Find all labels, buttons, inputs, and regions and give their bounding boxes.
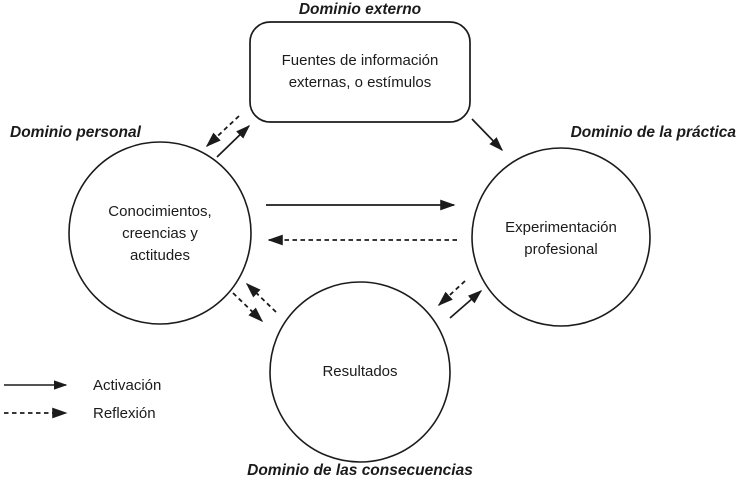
practice-domain-circle (471, 147, 651, 327)
legend-reflection-label: Reflexión (93, 405, 156, 422)
arrow-activation-personal-to-external (216, 124, 251, 158)
arrow-activation-consequences-to-practice (449, 290, 483, 319)
consequences-domain-label: Dominio de las consecuencias (247, 462, 473, 479)
consequences-domain-text: Resultados (322, 363, 398, 380)
consequences-domain-circle (269, 281, 451, 463)
external-domain-text: Fuentes de información externas, o estím… (281, 52, 439, 91)
personal-domain-label: Dominio personal (10, 124, 141, 141)
external-domain-box (249, 21, 471, 123)
external-domain-label: Dominio externo (298, 1, 422, 18)
arrow-reflection-personal-to-consequences (232, 292, 264, 323)
arrow-reflection-consequences-to-personal (245, 282, 277, 313)
practice-domain-text: Experimentación profesional (505, 219, 617, 258)
arrow-activation-external-to-practice (471, 118, 504, 152)
personal-domain-text: Conocimientos, creencias y actitudes (108, 203, 212, 264)
legend-activation-label: Activación (93, 377, 162, 394)
practice-domain-label: Dominio de la práctica (570, 124, 736, 141)
personal-domain-circle (68, 141, 252, 325)
arrow-reflection-practice-to-consequences (437, 280, 466, 307)
